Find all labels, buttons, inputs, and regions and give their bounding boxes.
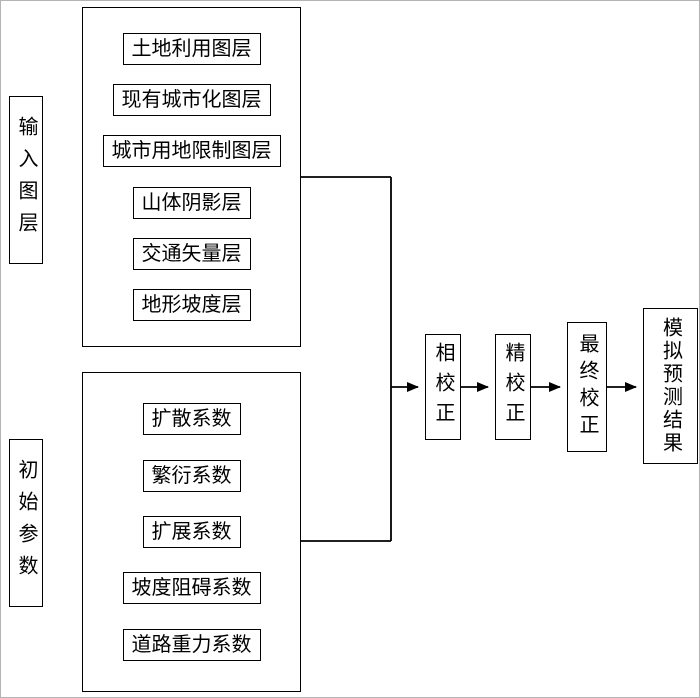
initial-params-group: 扩散系数 繁衍系数 扩展系数 坡度阻碍系数 道路重力系数 [82, 372, 301, 692]
stage-box-simulation-result: 模拟预测结果 [643, 308, 698, 464]
input-layer-box: 现有城市化图层 [112, 84, 271, 117]
stage-text: 精校正 [502, 342, 524, 432]
input-layer-box: 土地利用图层 [122, 33, 261, 66]
stage-box-fine-calibration: 精校正 [495, 334, 531, 440]
param-box: 繁衍系数 [142, 459, 241, 492]
input-layers-group: 土地利用图层 现有城市化图层 城市用地限制图层 山体阴影层 交通矢量层 地形坡度… [82, 7, 301, 347]
input-layer-box: 地形坡度层 [132, 288, 251, 321]
input-layer-box: 交通矢量层 [132, 237, 251, 270]
param-box: 坡度阻碍系数 [122, 572, 261, 605]
label-initial-params-text: 初始参数 [15, 459, 37, 587]
param-box: 道路重力系数 [122, 628, 261, 661]
stage-box-final-calibration: 最终校正 [567, 322, 607, 452]
label-initial-params: 初始参数 [9, 439, 43, 607]
param-box: 扩散系数 [142, 403, 241, 436]
label-input-layers: 输入图层 [9, 96, 43, 264]
stage-box-coarse-calibration: 相校正 [425, 334, 461, 440]
label-input-layers-text: 输入图层 [15, 116, 37, 244]
stage-text: 模拟预测结果 [659, 317, 682, 455]
input-layer-box: 城市用地限制图层 [102, 135, 281, 168]
stage-text: 最终校正 [576, 333, 598, 441]
param-box: 扩展系数 [142, 515, 241, 548]
stage-text: 相校正 [432, 342, 454, 432]
bracket-connector [301, 176, 392, 542]
input-layer-box: 山体阴影层 [132, 186, 251, 219]
